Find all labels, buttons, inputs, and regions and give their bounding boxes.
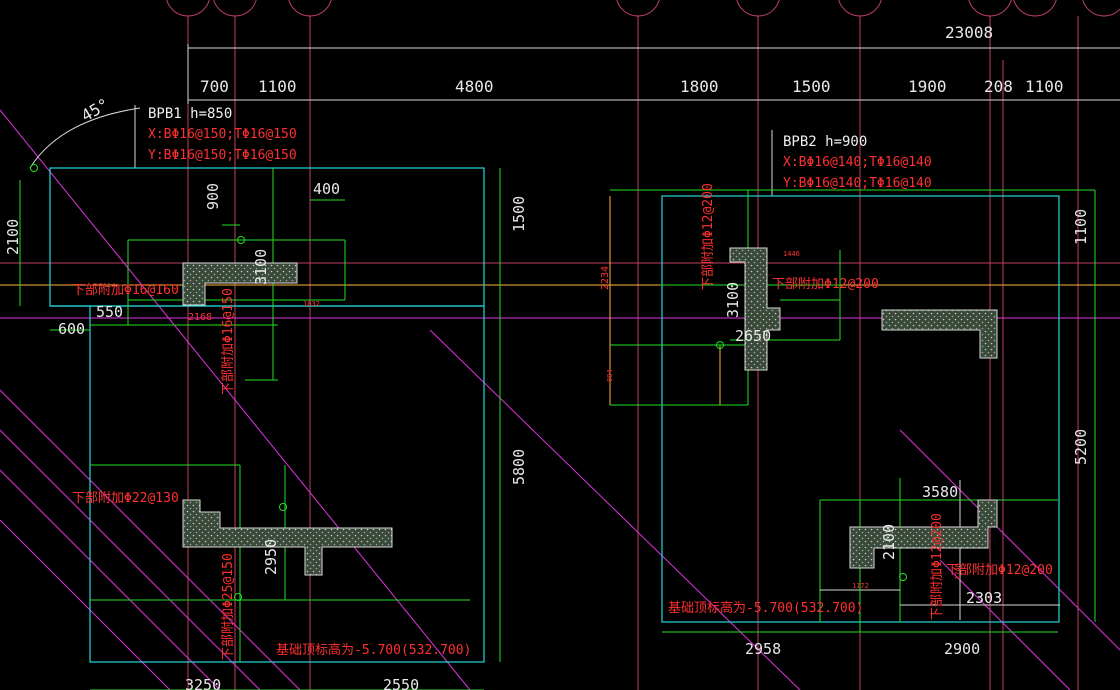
left-dim-1500: 1500 xyxy=(510,196,528,232)
left-bottom-dim-b: 2550 xyxy=(383,676,419,690)
right-dim-1746: 1746 xyxy=(954,563,962,580)
right-dim-3100: 3100 xyxy=(724,282,742,318)
angle-arc xyxy=(29,107,141,169)
note-left-3: 下部附加Φ22@130 xyxy=(72,491,179,506)
angle-label: 45° xyxy=(78,94,113,125)
left-dim-600: 600 xyxy=(58,320,85,338)
top-dimension-lines xyxy=(187,44,1120,104)
top-dim-1500: 1500 xyxy=(792,77,831,96)
right-dim-2100: 2100 xyxy=(880,524,898,560)
diagonal-lines xyxy=(0,109,1120,690)
note-left-1: 下部附加Φ16@160 xyxy=(72,283,179,298)
left-dim-1032: 1032 xyxy=(303,300,320,308)
bpb1-y-rebar: Y:BΦ16@150;TΦ16@150 xyxy=(148,148,297,163)
foundation-bpb2 xyxy=(609,130,1096,633)
top-dim-4800: 4800 xyxy=(455,77,494,96)
right-dim-1446: 1446 xyxy=(783,250,800,258)
note-left-4: 下部附加Φ25@150 xyxy=(221,553,236,660)
bpb1-title: BPB1 h=850 xyxy=(148,106,232,122)
top-dim-1900: 1900 xyxy=(908,77,947,96)
right-dim-3580: 3580 xyxy=(922,483,958,501)
bpb2-title: BPB2 h=900 xyxy=(783,134,867,150)
note-left-5: 基础顶标高为-5.700(532.700) xyxy=(276,642,471,658)
left-dim-400: 400 xyxy=(313,180,340,198)
left-bottom-dim-a: 3250 xyxy=(185,676,221,690)
note-right-4: 下部附加Φ12@200 xyxy=(946,563,1053,578)
right-dim-1172: 1172 xyxy=(852,582,869,590)
note-right-5: 基础顶标高为-5.700(532.700) xyxy=(668,600,863,616)
left-dim-550: 550 xyxy=(96,303,123,321)
bpb1-x-rebar: X:BΦ16@150;TΦ16@150 xyxy=(148,127,297,142)
left-dim-2168: 2168 xyxy=(188,312,212,323)
right-dim-2234: 2234 xyxy=(600,266,611,290)
top-dim-1100: 1100 xyxy=(258,77,297,96)
top-dim-1800: 1800 xyxy=(680,77,719,96)
right-dim-1100: 1100 xyxy=(1072,209,1090,245)
note-right-1: 下部附加Φ12@200 xyxy=(701,183,716,290)
top-total-dim: 23008 xyxy=(945,23,993,42)
right-bottom-dim-b: 2900 xyxy=(944,640,980,658)
right-bottom-dim-a: 2958 xyxy=(745,640,781,658)
note-right-2: 下部附加Φ12@200 xyxy=(772,277,879,292)
bpb2-y-rebar: Y:BΦ16@140;TΦ16@140 xyxy=(783,176,932,191)
note-left-2: 下部附加Φ16@150 xyxy=(221,288,236,395)
note-right-3: 下部附加Φ12@200 xyxy=(930,513,945,620)
right-dim-894: 894 xyxy=(606,369,614,382)
left-dim-3100: 3100 xyxy=(252,249,270,285)
left-dim-5800: 5800 xyxy=(510,449,528,485)
right-dim-2650: 2650 xyxy=(735,327,771,345)
left-dim-2950: 2950 xyxy=(262,539,280,575)
bpb2-x-rebar: X:BΦ16@140;TΦ16@140 xyxy=(783,155,932,170)
axis-bubbles xyxy=(166,0,1120,17)
right-dim-2303: 2303 xyxy=(966,589,1002,607)
left-dim-900: 900 xyxy=(204,183,222,210)
top-dim-1100b: 1100 xyxy=(1025,77,1064,96)
foundation-bpb1 xyxy=(19,105,501,690)
left-dim-2100: 2100 xyxy=(4,219,22,255)
top-dim-208: 208 xyxy=(984,77,1013,96)
top-dim-700: 700 xyxy=(200,77,229,96)
right-dim-5200: 5200 xyxy=(1072,429,1090,465)
